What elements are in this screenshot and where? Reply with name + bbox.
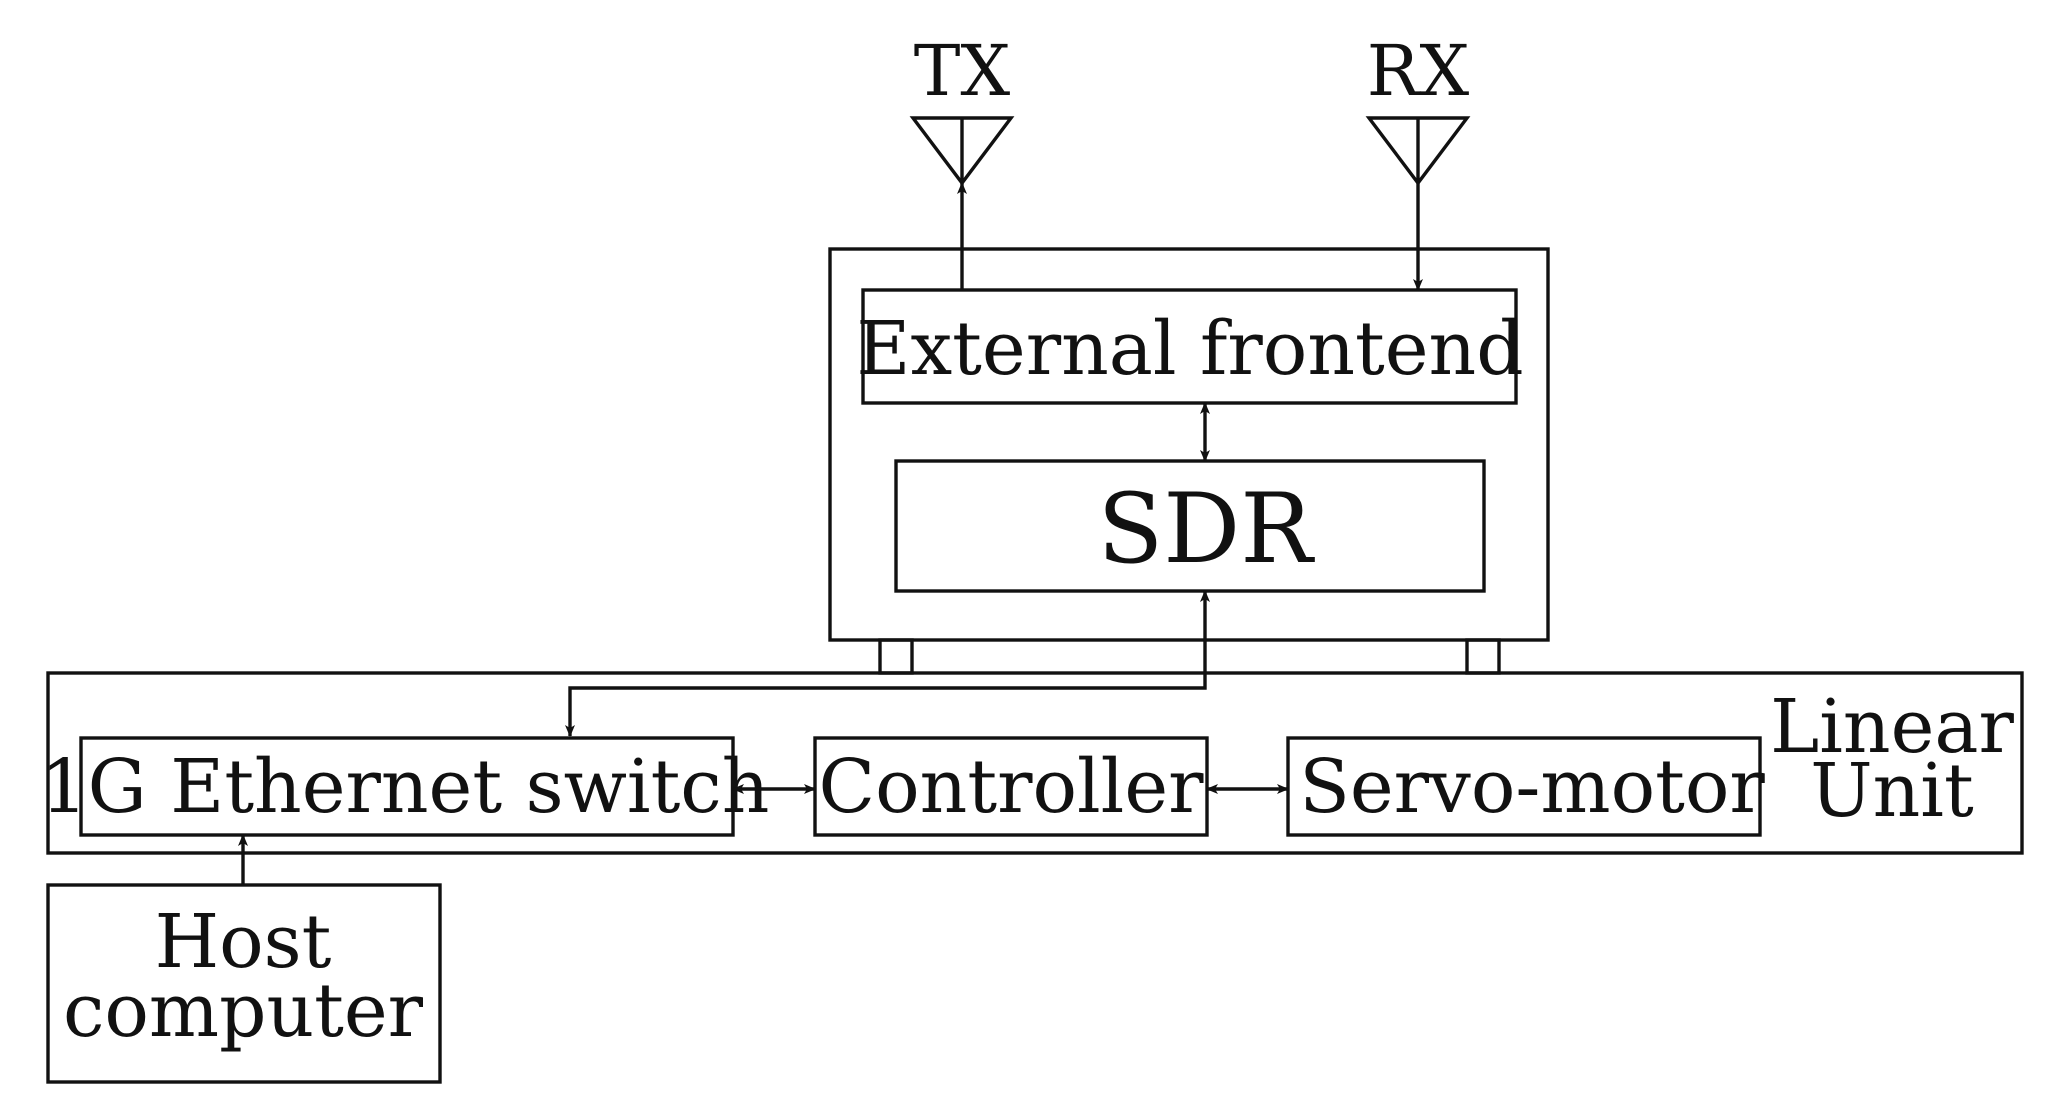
host-computer-label-line1: Host	[155, 899, 332, 985]
tx-antenna-icon	[909, 116, 1015, 186]
mount-post-left	[878, 638, 914, 675]
sdr-block: SDR	[894, 459, 1486, 593]
ethernet-switch-label: 1G Ethernet switch	[41, 744, 770, 830]
controller-block: Controller	[813, 736, 1209, 837]
linear-unit-label-line2: Unit	[1810, 748, 1974, 834]
servo-motor-block: Servo-motor	[1286, 736, 1765, 837]
rx-label: RX	[1367, 30, 1470, 112]
external-frontend-label: External frontend	[856, 306, 1523, 392]
controller-label: Controller	[819, 744, 1205, 830]
ethernet-switch-block: 1G Ethernet switch	[41, 736, 770, 837]
mount-post-right	[1465, 638, 1501, 675]
rx-antenna-icon	[1365, 116, 1471, 186]
host-computer-label-line2: computer	[63, 968, 424, 1054]
sdr-label: SDR	[1097, 473, 1315, 585]
sdr-switch-arrow	[565, 590, 1210, 737]
external-frontend-block: External frontend	[856, 288, 1524, 405]
servo-motor-label: Servo-motor	[1299, 744, 1765, 830]
tx-label: TX	[914, 30, 1011, 112]
linear-unit-label-line1: Linear	[1770, 684, 2014, 770]
linear-unit-block: Linear Unit	[46, 671, 2024, 855]
host-computer-block: Host computer	[46, 883, 442, 1084]
tx-antenna: TX	[909, 30, 1015, 186]
rx-antenna: RX	[1365, 30, 1471, 186]
